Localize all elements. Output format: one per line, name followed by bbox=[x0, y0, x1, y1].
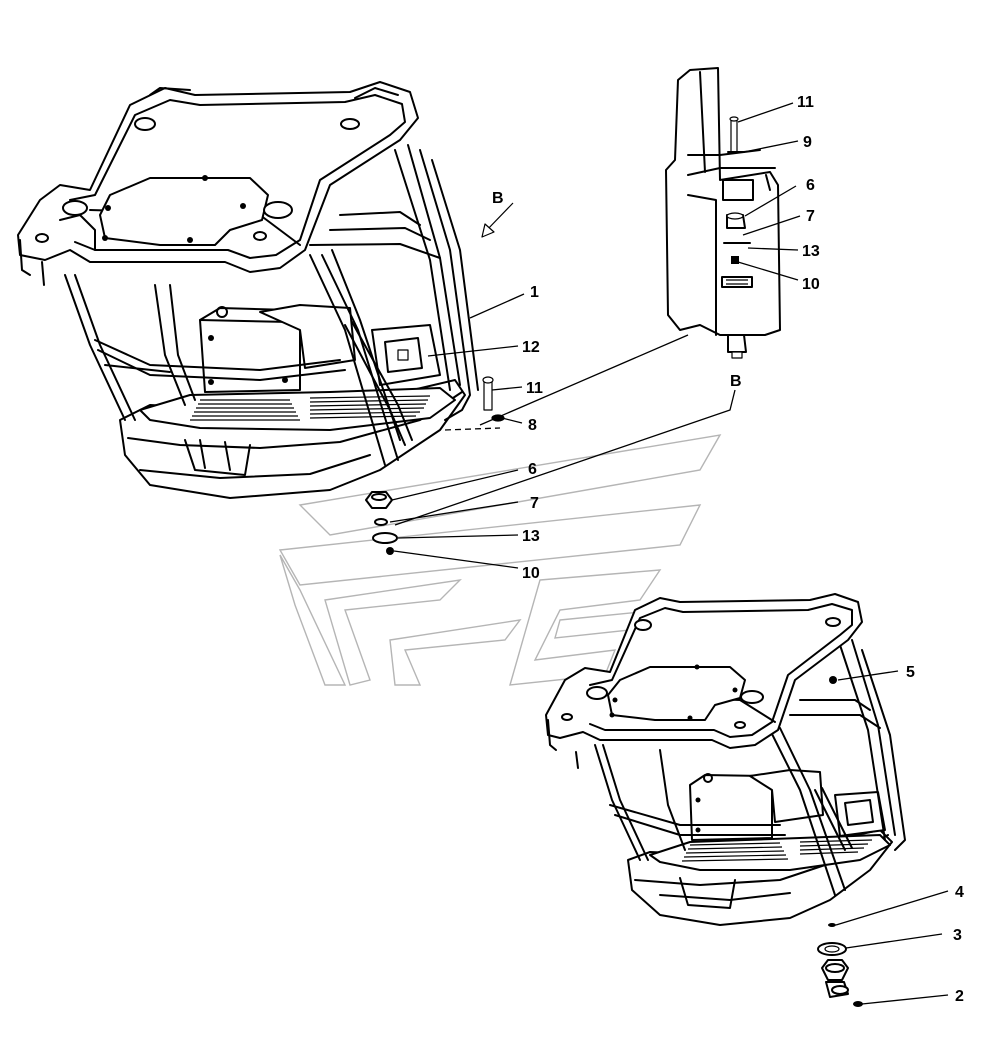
callout-13: 13 bbox=[522, 528, 540, 545]
mount-section-icon: B bbox=[665, 67, 781, 390]
callout-b-7: 7 bbox=[806, 208, 815, 225]
connecting-lines bbox=[394, 334, 736, 526]
callout-b-6: 6 bbox=[806, 177, 815, 194]
view-direction-arrow: B bbox=[481, 190, 514, 238]
callout-7: 7 bbox=[530, 495, 539, 512]
callout-b-13: 13 bbox=[802, 243, 820, 260]
callout-b-9: 9 bbox=[803, 134, 812, 151]
callout-leaders bbox=[389, 102, 949, 1005]
operator-cab-icon bbox=[545, 593, 906, 1007]
callout-8: 8 bbox=[528, 417, 537, 434]
callout-b-11: 11 bbox=[797, 94, 814, 111]
callout-4: 4 bbox=[955, 884, 964, 901]
callout-5: 5 bbox=[906, 664, 915, 681]
callout-10: 10 bbox=[522, 565, 540, 582]
watermark-logo bbox=[278, 434, 722, 686]
callout-2: 2 bbox=[955, 988, 964, 1005]
callout-1: 1 bbox=[530, 284, 539, 301]
callout-b-10: 10 bbox=[802, 276, 820, 293]
operator-cab-icon bbox=[17, 81, 505, 555]
view-direction-label: B bbox=[492, 190, 504, 207]
callout-12: 12 bbox=[522, 339, 540, 356]
callout-11: 11 bbox=[526, 380, 543, 397]
callout-3: 3 bbox=[953, 927, 962, 944]
callout-6: 6 bbox=[528, 461, 537, 478]
callout-labels: 1 12 11 8 6 7 13 10 11 9 6 7 13 10 5 4 3… bbox=[522, 94, 964, 1005]
detail-view-label: B bbox=[730, 373, 742, 390]
